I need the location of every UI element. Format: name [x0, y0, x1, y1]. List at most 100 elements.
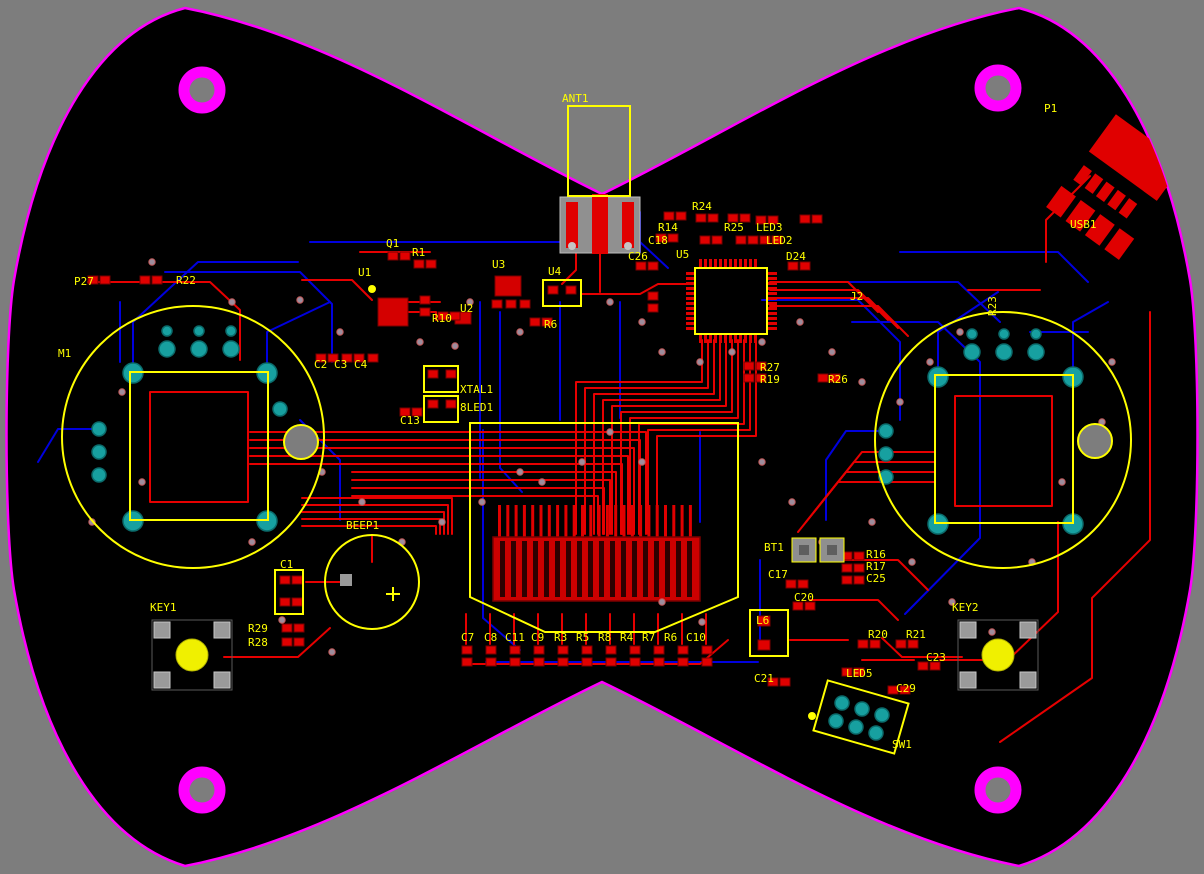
key1-cap[interactable]	[175, 638, 209, 672]
led-outline	[423, 395, 459, 423]
joystick-left-box	[129, 371, 269, 521]
mcu-pins	[686, 259, 777, 343]
key1-switch[interactable]	[151, 619, 233, 691]
label-c11: C11	[505, 631, 525, 644]
label-led5: LED5	[846, 667, 873, 680]
label-r27: R27	[760, 361, 780, 374]
label-beep1: BEEP1	[346, 519, 379, 532]
label-c26: C26	[628, 250, 648, 263]
usb-connector-pads	[1046, 114, 1184, 260]
label-q1: Q1	[386, 237, 399, 250]
joystick-right-box	[934, 374, 1074, 524]
key2-cap[interactable]	[981, 638, 1015, 672]
silkscreen	[61, 105, 1132, 755]
l6-outline	[749, 609, 789, 657]
mounting-hole	[974, 766, 1022, 814]
label-c18: C18	[648, 234, 668, 247]
label-u5: U5	[676, 248, 689, 261]
label-c1: C1	[280, 558, 293, 571]
label-bt1: BT1	[764, 541, 784, 554]
label-r10: R10	[432, 312, 452, 325]
hardware	[151, 194, 1039, 691]
label-r22: R22	[176, 274, 196, 287]
label-r20: R20	[868, 628, 888, 641]
beeper-outline	[324, 534, 420, 630]
display-outline	[469, 422, 739, 633]
label-u4: U4	[548, 265, 562, 278]
label-c8: C8	[484, 631, 497, 644]
label-r7: R7	[642, 631, 655, 644]
mounting-holes	[178, 64, 1022, 814]
label-d24: D24	[786, 250, 806, 263]
label-ant1: ANT1	[562, 92, 589, 105]
u1-pin1-dot	[368, 285, 376, 293]
label-r3: R3	[554, 631, 567, 644]
display-connector	[492, 505, 701, 602]
label-u2: U2	[460, 302, 473, 315]
label-r29: R29	[248, 622, 268, 635]
label-c7: C7	[461, 631, 474, 644]
label-r4: R4	[620, 631, 634, 644]
label-r1: R1	[412, 246, 425, 259]
label-usb1: USB1	[1070, 218, 1097, 231]
joystick-right-hole	[1077, 423, 1113, 459]
label-j2: J2	[850, 290, 863, 303]
c1-outline	[274, 569, 304, 615]
u4-outline	[542, 279, 582, 307]
label-r6: R6	[664, 631, 677, 644]
label-key1: KEY1	[150, 601, 177, 614]
label-r5: R5	[576, 631, 589, 644]
label-r23: R23	[986, 296, 999, 316]
label-p27: P27	[74, 275, 94, 288]
label-r26: R26	[828, 373, 848, 386]
label-r28: R28	[248, 636, 268, 649]
antenna-outline	[567, 105, 631, 197]
label-m1: M1	[58, 347, 71, 360]
chip-bodies	[377, 275, 522, 327]
label-l6: L6	[756, 614, 769, 627]
label-c21: C21	[754, 672, 774, 685]
battery-pads	[791, 537, 845, 563]
joystick-right-outline	[874, 311, 1132, 569]
bottom-copper-traces	[37, 211, 1109, 663]
joystick-left-outline	[61, 305, 325, 569]
label-p1: P1	[1044, 102, 1057, 115]
beeper-pad	[340, 574, 352, 586]
label-r16: R16	[866, 548, 886, 561]
label-c25: C25	[866, 572, 886, 585]
label-c10: C10	[686, 631, 706, 644]
label-u1: U1	[358, 266, 371, 279]
joystick-left-hole	[283, 424, 319, 460]
label-r21: R21	[906, 628, 926, 641]
label-c17: C17	[768, 568, 788, 581]
label-led2: LED2	[766, 234, 793, 247]
copper-layers	[37, 114, 1184, 743]
label-r14: R14	[658, 221, 678, 234]
label-c23: C23	[926, 651, 946, 664]
label-r6: R6	[544, 318, 557, 331]
label-c13: C13	[400, 414, 420, 427]
mounting-hole	[178, 766, 226, 814]
label-r25: R25	[724, 221, 744, 234]
label-c29: C29	[896, 682, 916, 695]
label-key2: KEY2	[952, 601, 979, 614]
mounting-hole	[178, 66, 226, 114]
label-r19: R19	[760, 373, 780, 386]
label-r8: R8	[598, 631, 611, 644]
sw-pin1-dot	[808, 712, 816, 720]
u3-body	[494, 275, 522, 297]
antenna-connector	[559, 194, 641, 254]
smd-pads	[87, 211, 941, 695]
key2-switch[interactable]	[957, 619, 1039, 691]
u1-body	[377, 297, 409, 327]
label-c20: C20	[794, 591, 814, 604]
label-8led1: 8LED1	[460, 401, 493, 414]
label-c3: C3	[334, 358, 347, 371]
label-c2: C2	[314, 358, 327, 371]
label-xtal1: XTAL1	[460, 383, 493, 396]
label-sw1: SW1	[892, 738, 912, 751]
switch-outline	[812, 679, 910, 755]
